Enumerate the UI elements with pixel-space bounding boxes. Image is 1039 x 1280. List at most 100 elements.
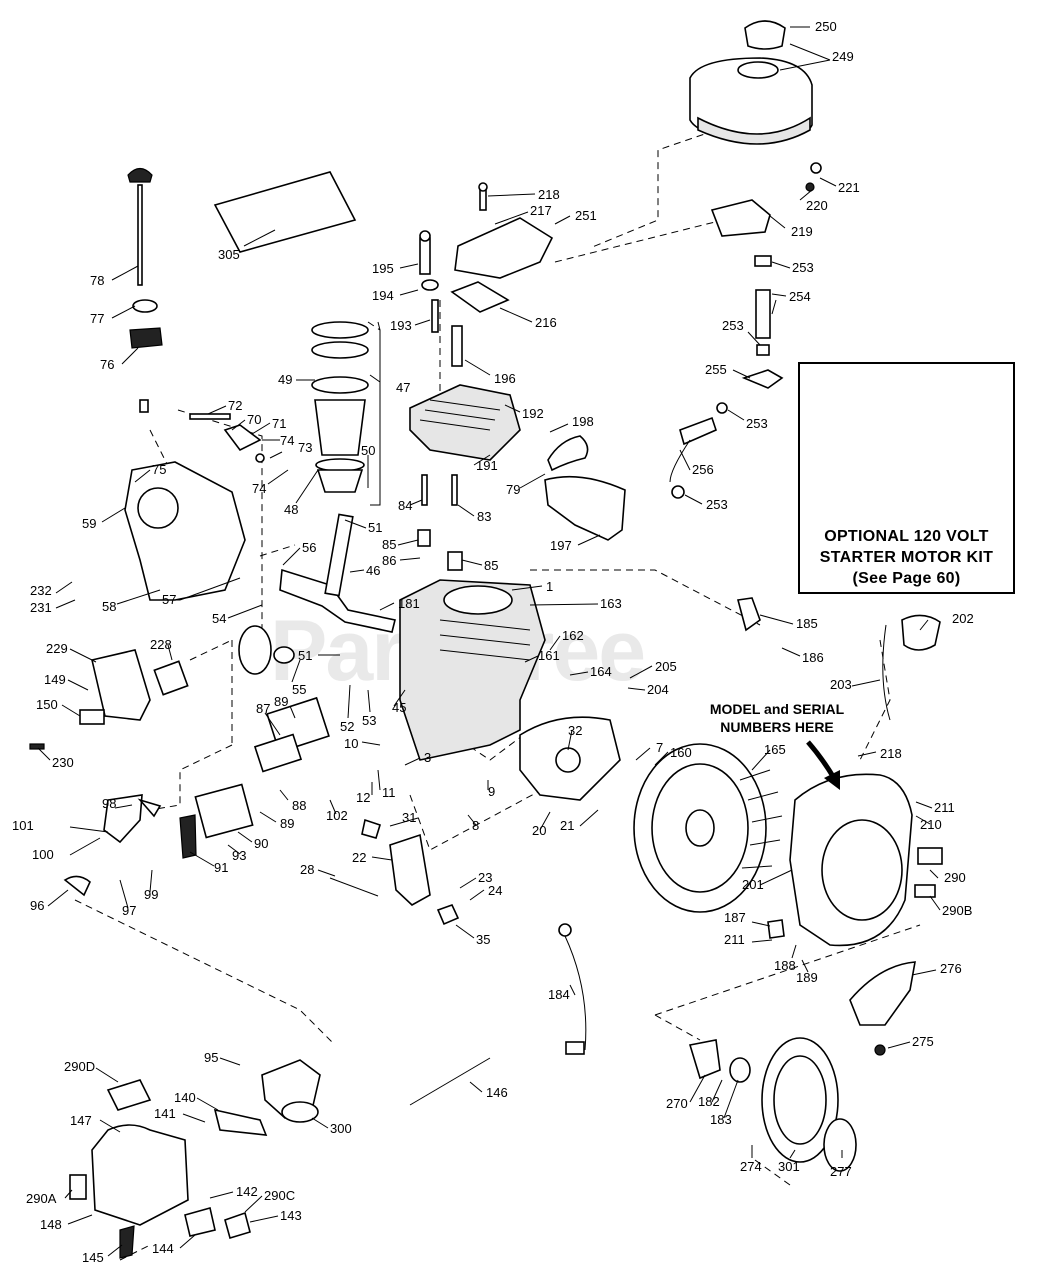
fuel-tank	[689, 20, 813, 145]
callout-label: 305	[218, 247, 240, 262]
callout-label: 161	[538, 648, 560, 663]
callout-label: 52	[340, 719, 354, 734]
callout-label: 56	[302, 540, 316, 555]
callout-label: 88	[292, 798, 306, 813]
callout-label: 96	[30, 898, 44, 913]
optional-kit-line-2: STARTER MOTOR KIT	[819, 549, 994, 566]
callout-label: 290	[944, 870, 966, 885]
callout-label: 189	[796, 970, 818, 985]
exhaust-shield	[544, 435, 626, 541]
callout-label: 249	[832, 49, 854, 64]
callout-label: 290A	[26, 1191, 57, 1206]
callout-label: 95	[204, 1050, 218, 1065]
callout-label: 253	[706, 497, 728, 512]
callout-label: 90	[254, 836, 268, 851]
callout-label: 45	[392, 700, 406, 715]
callout-label: 275	[912, 1034, 934, 1049]
callout-label: 211	[724, 932, 745, 947]
callout-label: 201	[742, 877, 764, 892]
callout-label: 198	[572, 414, 594, 429]
callout-label: 145	[82, 1250, 104, 1265]
callout-label: 162	[562, 628, 584, 643]
callout-label: 290D	[64, 1059, 95, 1074]
callout-label: 35	[476, 932, 490, 947]
callout-label: 216	[535, 315, 557, 330]
callout-label: 197	[550, 538, 572, 553]
oil-sticker	[213, 171, 357, 253]
callout-label: 140	[174, 1090, 196, 1105]
callout-label: 51	[298, 648, 312, 663]
callout-label: 274	[740, 1159, 762, 1174]
callout-label: 254	[789, 289, 811, 304]
callout-label: 71	[272, 416, 286, 431]
governor-parts	[189, 413, 265, 463]
callout-label: 186	[802, 650, 824, 665]
crankshaft	[238, 513, 396, 675]
callout-label: 231	[30, 600, 52, 615]
model-note-line-1: MODEL and SERIAL	[709, 701, 845, 717]
callout-label: 148	[40, 1217, 62, 1232]
callout-label: 193	[390, 318, 412, 333]
callout-label: 78	[90, 273, 104, 288]
callout-label: 47	[396, 380, 410, 395]
callout-label: 256	[692, 462, 714, 477]
callout-label: 187	[724, 910, 746, 925]
callout-label: 195	[372, 261, 394, 276]
callout-label: 196	[494, 371, 516, 386]
callout-label: 205	[655, 659, 677, 674]
callout-label: 54	[212, 611, 226, 626]
callout-label: 83	[477, 509, 491, 524]
callout-label: 301	[778, 1159, 800, 1174]
callout-label: 165	[764, 742, 786, 757]
callout-label: 232	[30, 583, 52, 598]
callout-label: 194	[372, 288, 394, 303]
callout-label: 100	[32, 847, 54, 862]
callout-label: 21	[560, 818, 574, 833]
callout-label: 290B	[942, 903, 972, 918]
callout-label: 210	[920, 817, 942, 832]
callout-label: 7	[656, 740, 663, 755]
callout-label: 221	[838, 180, 860, 195]
callout-label: 98	[102, 796, 116, 811]
callout-label: 255	[705, 362, 727, 377]
callout-label: 146	[486, 1085, 508, 1100]
callout-label: 57	[162, 592, 176, 607]
callout-label: 74	[252, 481, 266, 496]
callout-label: 10	[344, 736, 358, 751]
piston-rings	[311, 321, 369, 493]
callout-label: 188	[774, 958, 796, 973]
callout-label: 93	[232, 848, 246, 863]
oil-fill	[127, 167, 163, 413]
callout-label: 204	[647, 682, 669, 697]
callout-label: 1	[546, 579, 553, 594]
starter-kit-art	[798, 362, 1015, 522]
leader-lines	[37, 26, 941, 1257]
callout-label: 147	[70, 1113, 92, 1128]
optional-kit-line-3: (See Page 60)	[852, 570, 961, 587]
callout-label: 101	[12, 818, 34, 833]
callout-label: 141	[154, 1106, 176, 1121]
callout-label: 46	[366, 563, 380, 578]
callout-label: 211	[934, 800, 955, 815]
recoil-starter	[688, 961, 916, 1172]
callout-label: 191	[476, 458, 498, 473]
callout-label: 87	[256, 701, 270, 716]
callout-label: 142	[236, 1184, 258, 1199]
flywheel	[519, 716, 783, 913]
valve-springs	[417, 474, 463, 571]
intake-elbow	[63, 794, 162, 897]
callout-label: 77	[90, 311, 104, 326]
callout-label: 183	[710, 1112, 732, 1127]
callout-label: 75	[152, 462, 166, 477]
callout-label: 229	[46, 641, 68, 656]
callout-label: 24	[488, 883, 502, 898]
callout-label: 74	[280, 433, 294, 448]
callout-label: 251	[575, 208, 597, 223]
callout-label: 219	[791, 224, 813, 239]
callout-label: 23	[478, 870, 492, 885]
fuel-line-parts	[669, 162, 822, 499]
part-callout-labels: 250 249 221 220 219 253 254 253 255 253 …	[12, 19, 974, 1265]
callout-label: 277	[830, 1164, 852, 1179]
callout-label: 53	[362, 713, 376, 728]
